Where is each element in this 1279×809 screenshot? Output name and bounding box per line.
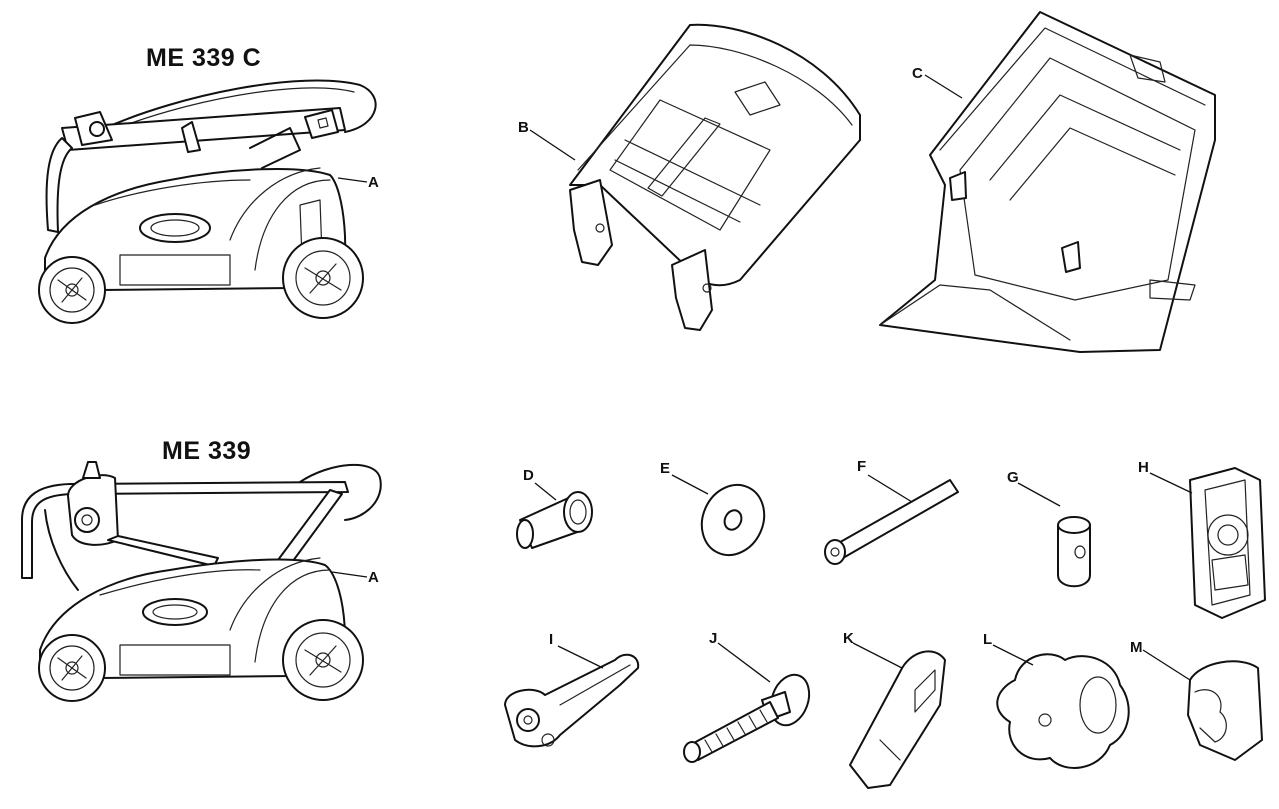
callout-m: M: [1130, 639, 1143, 656]
mower-me339-illustration: [21, 461, 382, 702]
part-h-illustration: [1149, 467, 1266, 619]
callout-k: K: [843, 630, 854, 647]
callout-c: C: [912, 65, 923, 82]
callout-h: H: [1138, 459, 1149, 476]
part-l-illustration: [992, 644, 1130, 769]
callout-j: J: [709, 630, 718, 647]
model-title-me339c: ME 339 C: [146, 44, 262, 72]
callout-d: D: [523, 467, 534, 484]
model-title-me339: ME 339: [162, 437, 252, 465]
part-j-illustration: [683, 642, 811, 763]
callout-i: I: [549, 631, 554, 648]
part-b-illustration: [529, 23, 861, 331]
callout-a-top: A: [368, 174, 379, 191]
callout-l: L: [983, 631, 993, 648]
part-i-illustration: [504, 645, 640, 748]
callout-f: F: [857, 458, 867, 475]
mower-me339c-illustration: [38, 79, 377, 324]
part-d-illustration: [516, 482, 593, 549]
callout-a-bottom: A: [368, 569, 379, 586]
callout-e: E: [660, 460, 671, 477]
part-k-illustration: [849, 642, 946, 789]
part-e-illustration: [671, 474, 766, 557]
callout-b: B: [518, 119, 529, 136]
part-f-illustration: [824, 474, 959, 565]
part-c-illustration: [879, 11, 1216, 353]
callout-g: G: [1007, 469, 1019, 486]
part-m-illustration: [1142, 649, 1263, 761]
part-g-illustration: [1017, 482, 1091, 588]
